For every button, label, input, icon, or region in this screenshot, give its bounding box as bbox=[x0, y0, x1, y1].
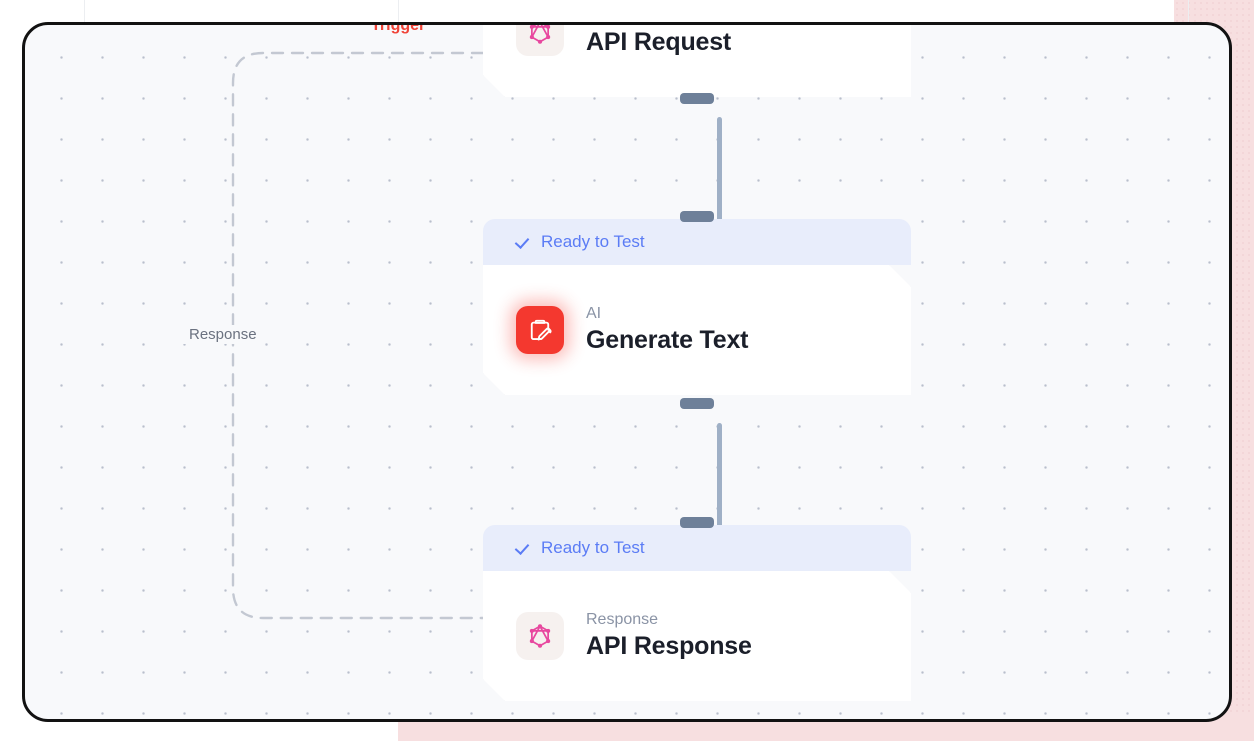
handle-api-response-in[interactable] bbox=[680, 517, 714, 528]
node-kind-label: Interface bbox=[586, 22, 731, 25]
node-api-request-body[interactable]: Interface API Request bbox=[483, 22, 911, 97]
response-feedback-path bbox=[231, 51, 485, 620]
node-api-request[interactable]: Interface API Request bbox=[483, 22, 911, 97]
status-label: Ready to Test bbox=[541, 232, 645, 251]
node-api-response[interactable]: Ready to Test Response bbox=[483, 525, 911, 701]
graphql-icon bbox=[516, 612, 564, 660]
node-title-label: API Response bbox=[586, 631, 752, 660]
node-title-label: Generate Text bbox=[586, 325, 749, 354]
node-generate-text-body[interactable]: AI Generate Text bbox=[483, 265, 911, 395]
status-label: Ready to Test bbox=[541, 538, 645, 557]
workflow-canvas[interactable]: Trigger Response bbox=[22, 22, 1232, 722]
handle-generate-text-in[interactable] bbox=[680, 211, 714, 222]
node-api-request-text: Interface API Request bbox=[586, 22, 731, 57]
clipboard-edit-icon bbox=[516, 306, 564, 354]
node-kind-label: Response bbox=[586, 611, 659, 629]
trigger-label: Trigger bbox=[371, 22, 426, 34]
handle-generate-text-out[interactable] bbox=[680, 398, 714, 409]
check-icon bbox=[516, 540, 532, 556]
node-api-response-body[interactable]: Response API Response bbox=[483, 571, 911, 701]
node-api-response-status: Ready to Test bbox=[483, 525, 911, 571]
node-generate-text-text: AI Generate Text bbox=[586, 305, 748, 354]
node-title-label: API Request bbox=[586, 27, 732, 56]
edge-label-response: Response bbox=[183, 325, 263, 344]
node-kind-label: AI bbox=[586, 305, 602, 323]
graphql-icon bbox=[516, 22, 564, 56]
handle-api-request-out[interactable] bbox=[680, 93, 714, 104]
check-icon bbox=[516, 234, 532, 250]
node-generate-text-status: Ready to Test bbox=[483, 219, 911, 265]
node-generate-text[interactable]: Ready to Test AI Generate Text bbox=[483, 219, 911, 395]
node-api-response-text: Response API Response bbox=[586, 611, 752, 660]
